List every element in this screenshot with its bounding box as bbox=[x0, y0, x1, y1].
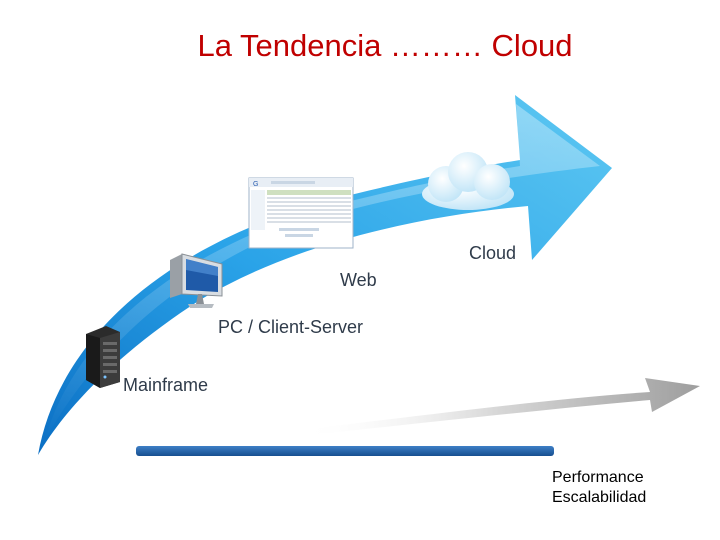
stage-label-pc-client-server: PC / Client-Server bbox=[218, 317, 364, 337]
baseline-bar bbox=[136, 446, 554, 456]
growth-arrow bbox=[38, 95, 612, 455]
grey-horizon-arrow bbox=[300, 378, 700, 436]
svg-text:G: G bbox=[253, 181, 258, 188]
stage-label-mainframe: Mainframe bbox=[123, 375, 209, 395]
stage-label-web: Web bbox=[340, 270, 377, 290]
stage-label-cloud: Cloud bbox=[469, 243, 517, 263]
server-rack-icon bbox=[86, 326, 120, 388]
web-browser-screenshot-icon: G bbox=[248, 177, 354, 249]
cloud-icon bbox=[422, 152, 514, 210]
slide-title: La Tendencia ……… Cloud bbox=[197, 28, 573, 63]
metric-escalabilidad: Escalabilidad bbox=[552, 489, 647, 506]
metrics-list: Performance Escalabilidad bbox=[552, 468, 646, 508]
desktop-monitor-icon bbox=[170, 253, 223, 308]
metric-performance: Performance bbox=[552, 469, 644, 486]
